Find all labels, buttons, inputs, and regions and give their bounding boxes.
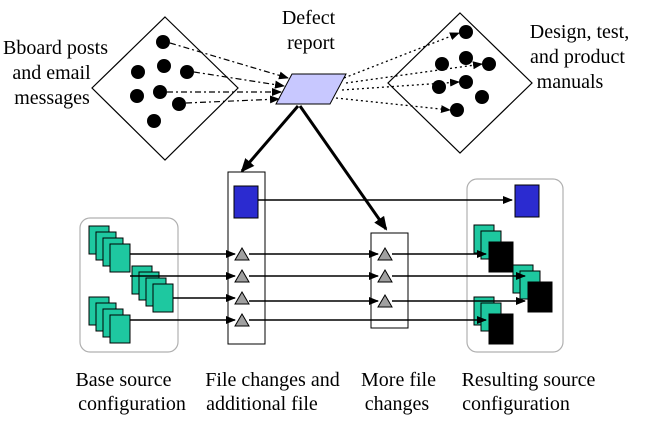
result-file-stacks <box>473 224 553 345</box>
design-diamond <box>387 12 533 154</box>
design-label: Design, test, and product manuals <box>530 21 634 93</box>
change-triangles <box>234 247 393 327</box>
base-config-label: Base source configuration <box>75 369 185 415</box>
base-file-stacks <box>88 225 174 344</box>
bboard-to-defect-arrows <box>167 42 289 104</box>
result-file-blue <box>514 184 540 218</box>
defect-to-design-arrows <box>335 32 483 114</box>
resulting-config-label: Resulting source configuration <box>462 369 601 415</box>
more-changes-label: More file changes <box>361 369 441 415</box>
bboard-label: Bboard posts and email messages <box>3 37 113 109</box>
flow-arrows <box>130 196 526 324</box>
defect-thick-arrows <box>240 105 388 231</box>
file-changes-label: File changes and additional file <box>205 369 344 415</box>
bboard-diamond <box>91 16 239 161</box>
new-file-blue <box>233 185 259 219</box>
defect-report-label: Defect report <box>282 7 340 54</box>
defect-report-shape <box>275 73 347 105</box>
